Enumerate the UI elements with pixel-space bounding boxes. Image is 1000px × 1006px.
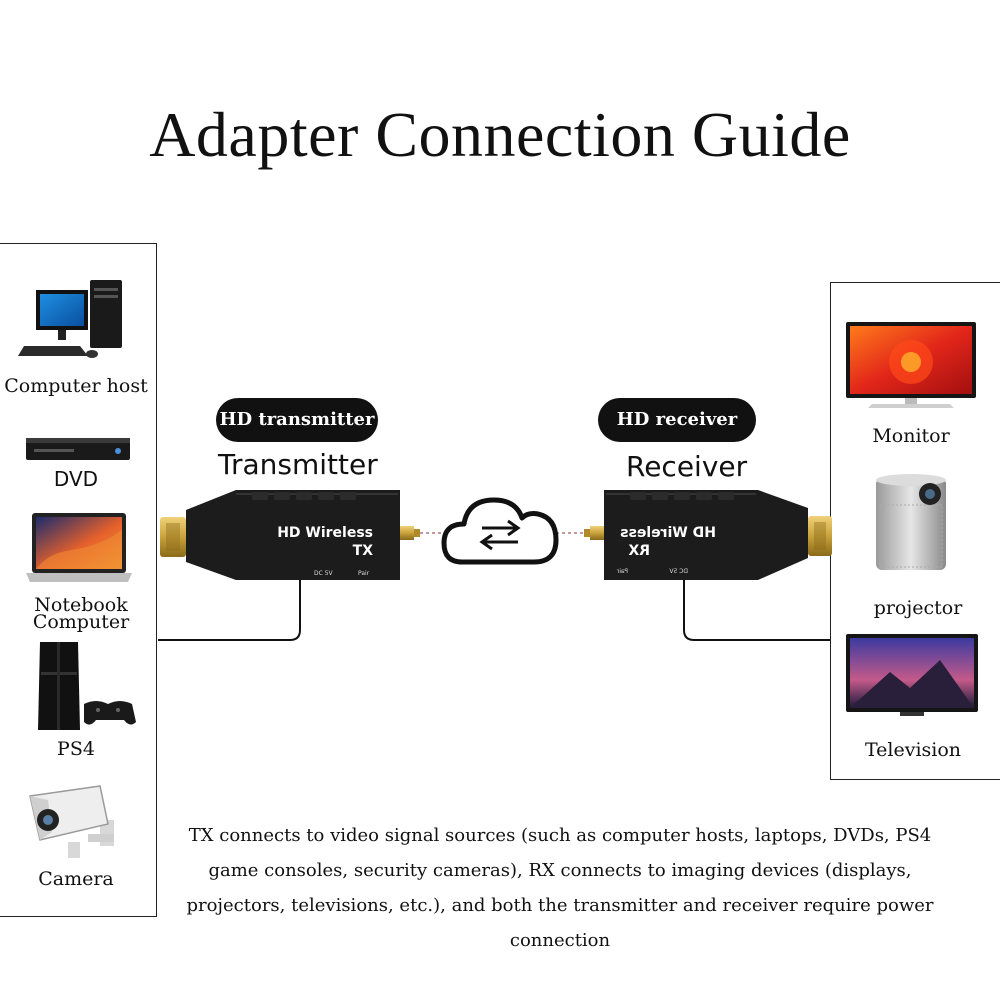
display-label-television: Television [864, 739, 962, 761]
receiver-caption: Receiver [626, 450, 748, 483]
laptop-icon [26, 513, 132, 582]
dvd-player-icon [26, 438, 130, 460]
receiver-device [584, 490, 832, 580]
rx-power-cable [683, 578, 830, 641]
description-line: connection [509, 930, 611, 951]
transmitter-device [160, 490, 420, 580]
tx-power-cable [158, 578, 301, 641]
receiver-body-line2: RX [628, 543, 650, 559]
source-label-dvd: DVD [53, 467, 99, 491]
computer-host-icon [18, 280, 122, 358]
display-label-projector: projector [873, 597, 963, 619]
source-label-notebook-line1: Notebook [34, 594, 128, 616]
transmitter-body-line1: HD Wireless [277, 525, 373, 541]
connection-description: TX connects to video signal sources (suc… [170, 818, 950, 958]
transmitter-port-dc: DC 5V [314, 570, 334, 577]
security-camera-icon [29, 785, 114, 858]
description-line: projectors, televisions, etc.), and both… [186, 895, 934, 916]
transmitter-port-pair: Pair [358, 570, 370, 577]
monitor-icon [846, 322, 976, 408]
source-label-computer-host: Computer host [4, 375, 148, 397]
transmitter-pill: HD transmitter [216, 398, 378, 442]
receiver-port-dc: DC 5V [668, 568, 688, 575]
description-line: game consoles, security cameras), RX con… [208, 860, 912, 881]
receiver-port-pair: Pair [616, 568, 628, 575]
description-line: TX connects to video signal sources (suc… [188, 825, 932, 846]
wireless-cloud-exchange-icon [441, 497, 559, 565]
source-label-ps4: PS4 [57, 738, 95, 760]
receiver-pill: HD receiver [598, 398, 756, 442]
display-label-monitor: Monitor [872, 425, 950, 447]
page-title: Adapter Connection Guide [149, 99, 851, 170]
projector-icon [876, 474, 946, 570]
source-label-notebook-line2: Computer [32, 611, 130, 633]
transmitter-body-line2: TX [353, 543, 374, 559]
cables [158, 578, 830, 641]
ps4-console-icon [38, 642, 136, 730]
television-icon [846, 634, 978, 716]
receiver-body-line1: HD Wireless [620, 525, 716, 541]
transmitter-caption: Transmitter [218, 448, 378, 481]
source-label-camera: Camera [38, 868, 114, 890]
